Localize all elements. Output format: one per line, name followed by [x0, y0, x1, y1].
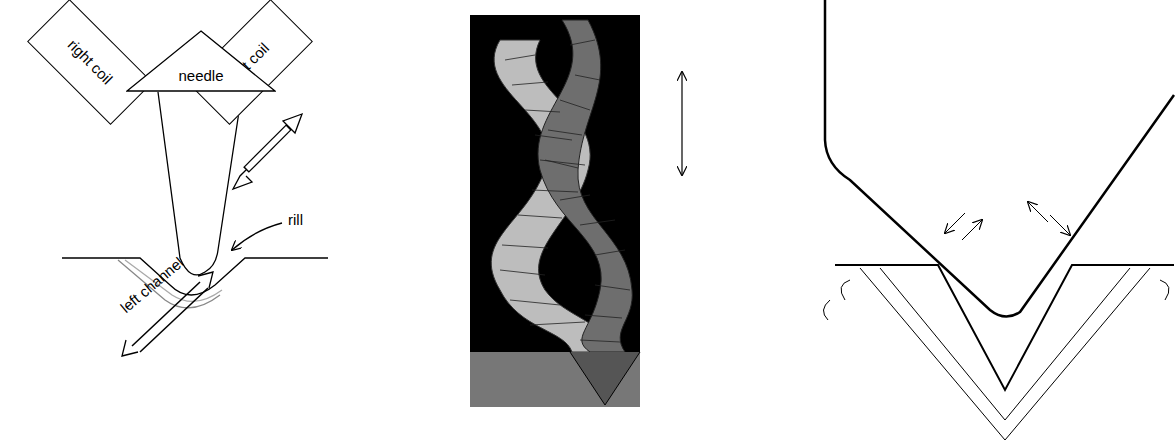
node-text: needle — [178, 68, 223, 85]
stylus-right — [823, 0, 1176, 440]
needle-triangle: needle — [126, 30, 276, 92]
coil-box: right coil — [27, 0, 153, 125]
stylus-left — [62, 92, 328, 356]
node-text: right coil — [64, 36, 115, 87]
groove-walls-image — [470, 15, 682, 407]
part-label: left channel — [116, 253, 188, 318]
part-label: rill — [286, 212, 305, 229]
